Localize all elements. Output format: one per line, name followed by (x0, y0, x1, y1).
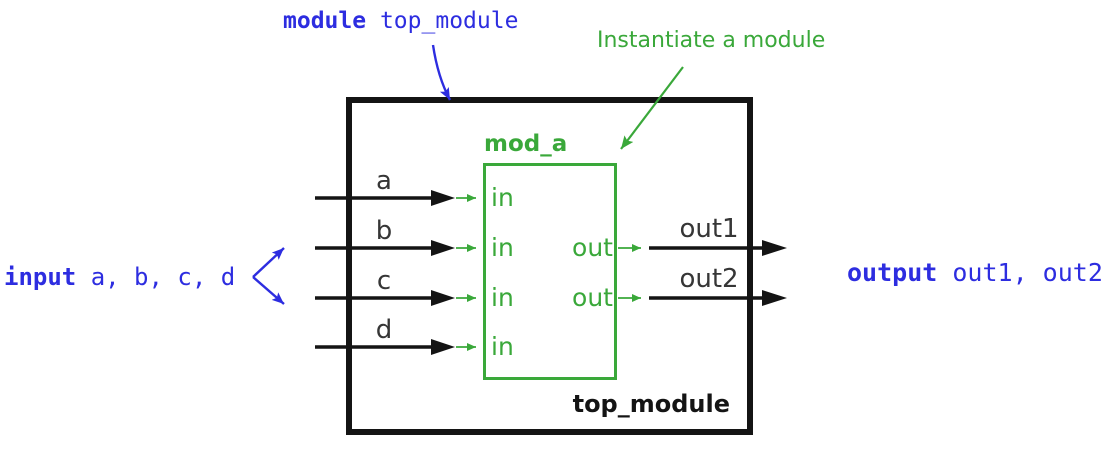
input-signal-list: a, b, c, d (90, 263, 236, 291)
input-declaration: input a, b, c, d (4, 265, 235, 289)
top-module-box (346, 97, 753, 435)
input-annotation-chevron-icon (252, 247, 285, 305)
mod-a-title: mod_a (484, 131, 568, 157)
instantiate-annotation: Instantiate a module (597, 28, 826, 53)
wire-a-arrow (315, 190, 476, 206)
wire-d-arrow (315, 339, 476, 355)
input-keyword: input (4, 263, 77, 291)
mod-a-port-out-1: out (572, 233, 613, 262)
wire-out1-arrow (618, 240, 787, 256)
wire-label-a: a (376, 166, 392, 196)
wire-label-b: b (375, 216, 393, 246)
wire-b-arrow (315, 240, 476, 256)
instantiate-annotation-arrow-icon (620, 66, 684, 150)
output-signal-list: out1, out2 (952, 258, 1103, 287)
wire-label-c: c (376, 266, 392, 296)
mod-a-port-in-3: in (491, 283, 514, 312)
wire-label-out2: out2 (679, 264, 739, 294)
mod-a-port-in-1: in (491, 183, 514, 212)
mod-a-port-in-4: in (491, 332, 514, 361)
wire-out2-arrow (618, 290, 787, 306)
mod-a-port-in-2: in (491, 233, 514, 262)
wire-c-arrow (315, 290, 476, 306)
module-name: top_module (379, 8, 519, 34)
top-module-title: top_module (572, 390, 730, 418)
output-declaration: output out1, out2 (847, 260, 1103, 285)
wire-label-out1: out1 (679, 214, 739, 244)
wire-label-d: d (375, 315, 393, 345)
module-declaration: module top_module (283, 10, 518, 33)
module-annotation-arrow-icon (431, 44, 452, 101)
mod-a-port-out-2: out (572, 283, 613, 312)
module-keyword: module (283, 8, 367, 34)
output-keyword: output (847, 258, 938, 287)
mod-a-box (483, 163, 617, 380)
